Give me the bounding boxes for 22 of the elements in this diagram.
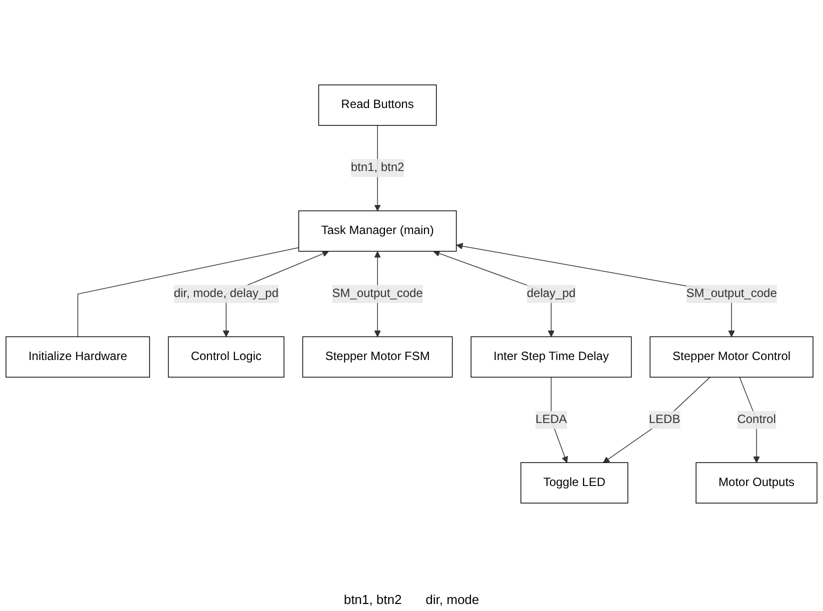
node-box: Task Manager (main) bbox=[298, 210, 457, 252]
edge-label: LEDA bbox=[536, 413, 567, 426]
node-box: Control Logic bbox=[168, 336, 284, 378]
node-box: Inter Step Time Delay bbox=[470, 336, 632, 378]
node-box: Stepper Motor FSM bbox=[302, 336, 453, 378]
connector bbox=[77, 247, 300, 338]
node-box: Stepper Motor Control bbox=[650, 336, 814, 378]
edge-label: btn1, btn2 bbox=[350, 161, 404, 174]
edge-label: LEDB bbox=[648, 413, 680, 426]
node-box: Initialize Hardware bbox=[6, 336, 150, 378]
edge-label: SM_output_code bbox=[686, 287, 777, 300]
edge-label: delay_pd bbox=[526, 287, 576, 300]
arrow bbox=[603, 376, 710, 463]
signal-label: dir, mode bbox=[426, 592, 480, 607]
edge-label: Control bbox=[737, 413, 776, 426]
edge-label: dir, mode, delay_pd bbox=[174, 287, 278, 300]
node-box: Toggle LED bbox=[520, 462, 628, 504]
node-box: Motor Outputs bbox=[696, 462, 818, 504]
edge-label: SM_output_code bbox=[332, 287, 423, 300]
signal-label: btn1, btn2 bbox=[344, 592, 402, 607]
arrow bbox=[456, 242, 735, 338]
node-box: Read Buttons bbox=[318, 84, 437, 126]
